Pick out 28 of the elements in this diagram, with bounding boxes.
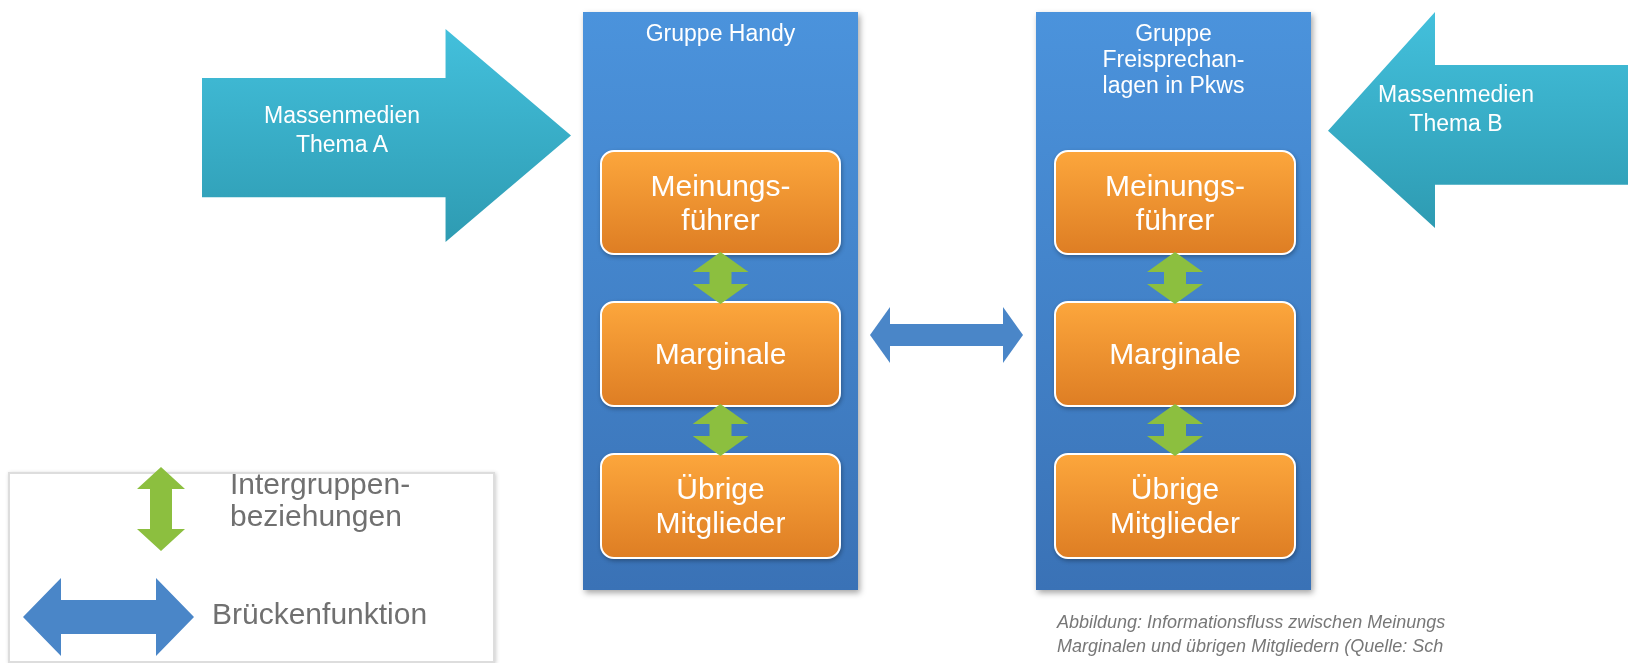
role-box [600,453,841,559]
role-label: Marginale [1108,337,1242,371]
group-panel [583,12,858,590]
role-box [600,301,841,407]
figure-caption: Abbildung: Informationsfluss zwischen Meinungs Marginalen und übrigen Mitgliedern (Quelle: Sch [1057,611,1447,658]
block-arrow [1328,12,1628,228]
role-box [1054,150,1296,255]
legend-label: Intergruppen- beziehungen [230,468,412,532]
group-panel [1036,12,1311,590]
role-label: Meinungs- führer [649,168,792,237]
group-title: Gruppe Handy [644,20,797,46]
role-box [1054,301,1296,407]
group-title: Gruppe Freisprechan- lagen in Pkws [1101,20,1246,98]
role-label: Marginale [653,337,788,371]
legend-label: Brückenfunktion [212,598,428,630]
role-box [1054,453,1296,559]
role-box [600,150,841,255]
role-label: Übrige Mitglieder [1108,472,1242,540]
arrow-label: Massenmedien Thema A [263,101,421,159]
double-arrow [692,252,749,304]
role-label: Meinungs- führer [1103,168,1247,237]
double-arrow [692,404,749,456]
arrow-label: Massenmedien Thema B [1377,80,1535,138]
double-arrow [870,307,1023,363]
block-arrow [202,29,571,242]
role-label: Übrige Mitglieder [654,472,787,540]
double-arrow [1147,404,1203,456]
double-arrow [1147,252,1203,304]
